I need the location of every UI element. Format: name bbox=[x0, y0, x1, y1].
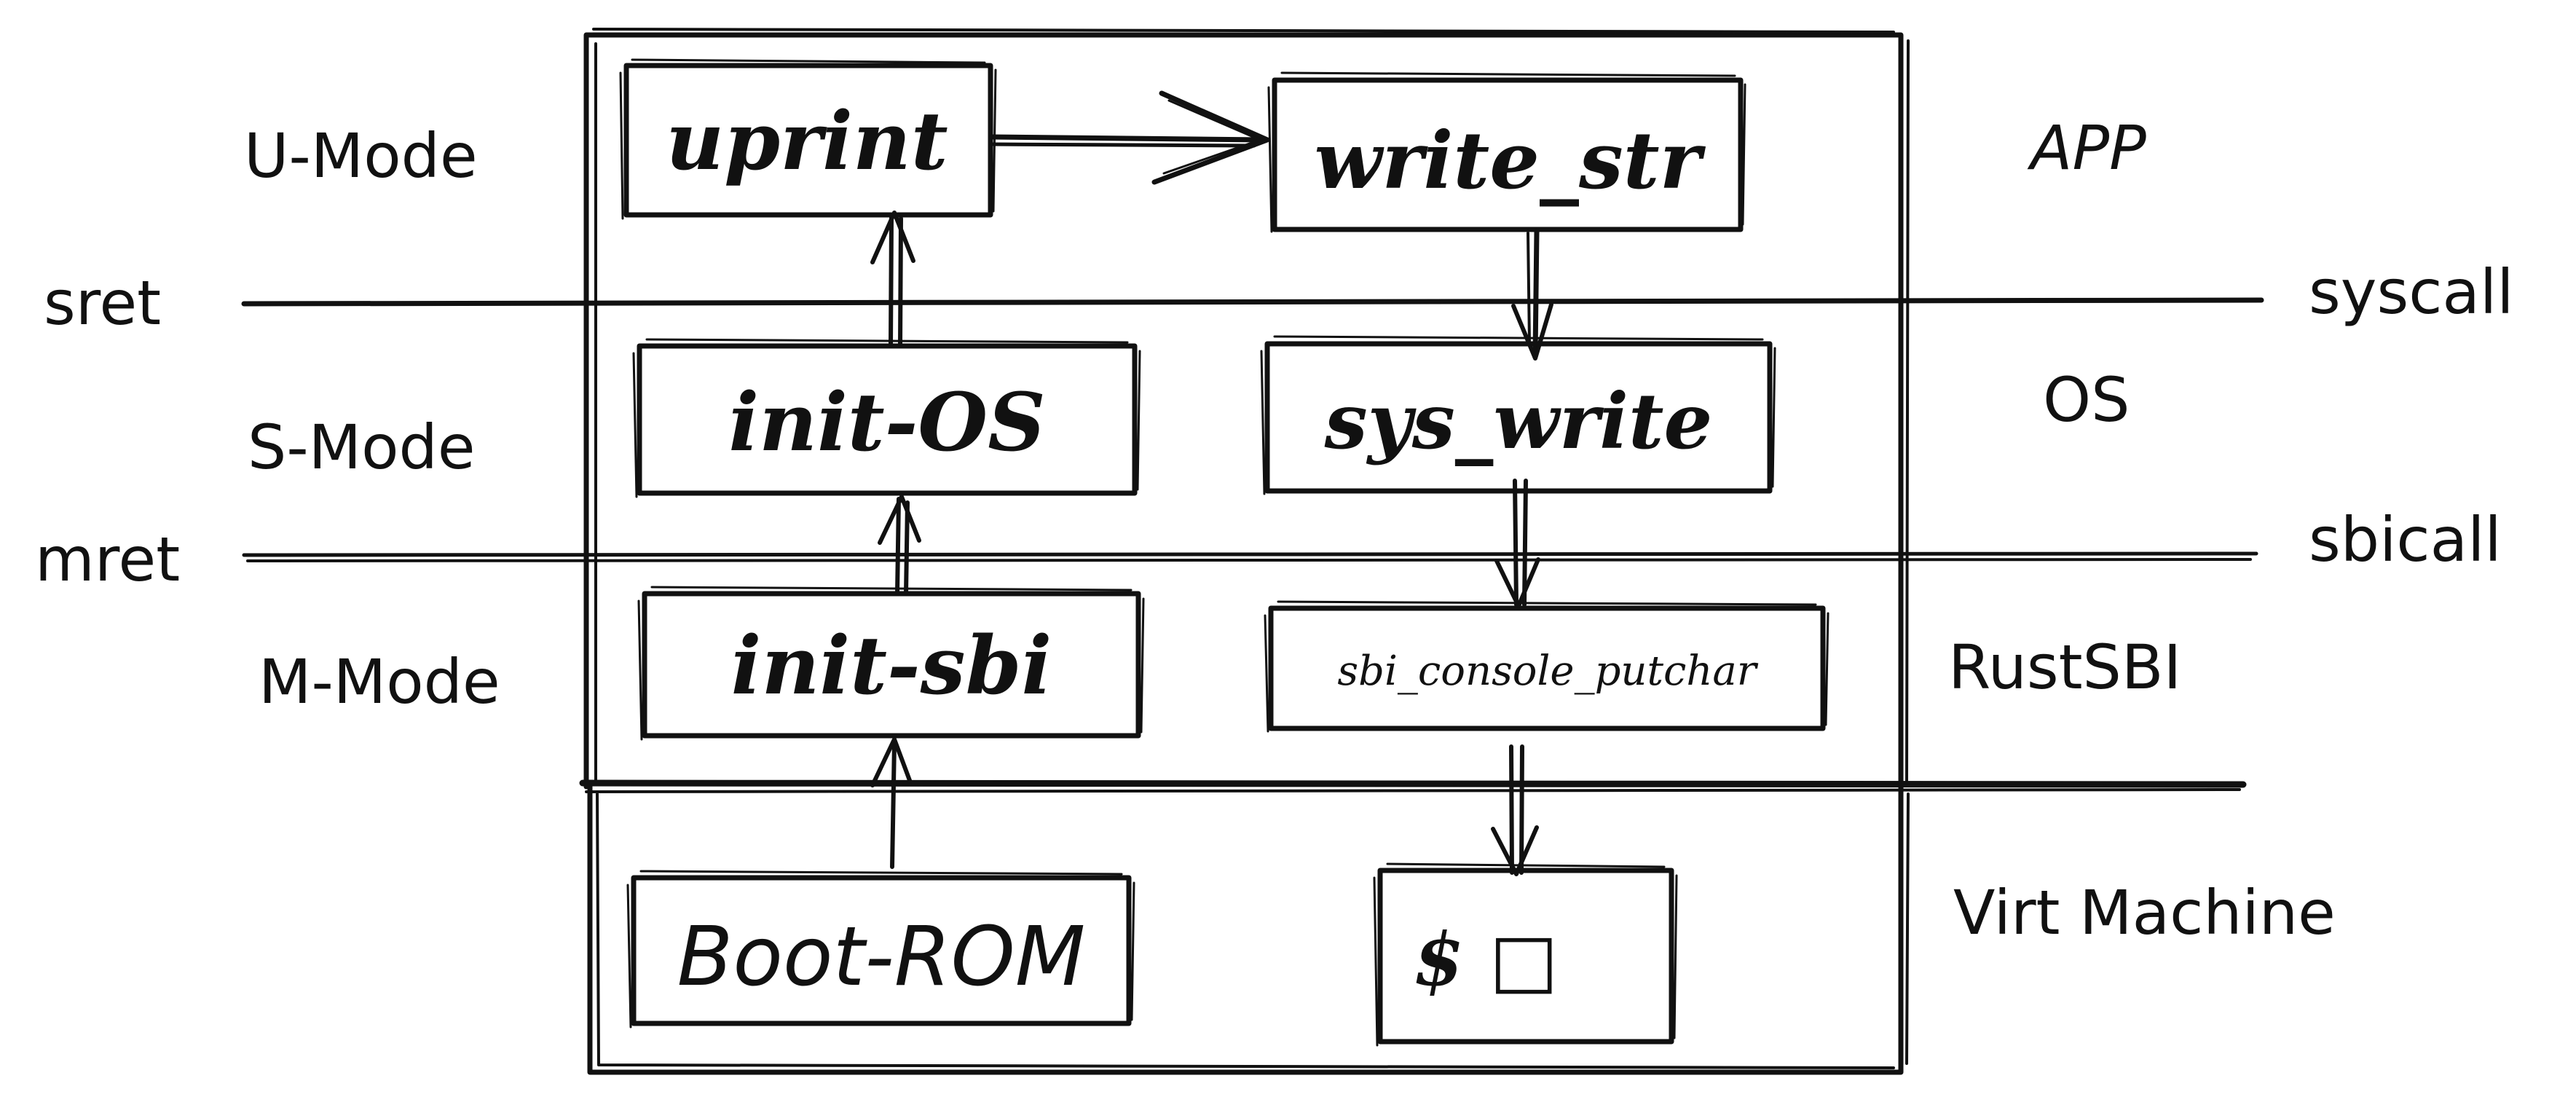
write-str-box: write_str bbox=[1267, 71, 1746, 233]
sys-write-box: sys_write bbox=[1260, 335, 1776, 495]
sret-label: sret bbox=[44, 267, 161, 339]
boot-rom-box: Boot-ROM bbox=[626, 870, 1135, 1029]
os-label: OS bbox=[2043, 364, 2130, 436]
mret-sbicall-boundary bbox=[242, 551, 2258, 562]
s-mode-label: S-Mode bbox=[248, 412, 476, 483]
system-frame bbox=[583, 28, 1910, 790]
mret-label: mret bbox=[35, 524, 180, 595]
terminal-label: $ □ bbox=[1414, 916, 1559, 1002]
init-sbi-box: init-sbi bbox=[637, 586, 1145, 741]
sys-write-label: sys_write bbox=[1324, 376, 1713, 466]
firmware-hardware-boundary bbox=[579, 779, 2247, 793]
uprint-label: uprint bbox=[666, 94, 948, 188]
arrow-init-sbi-to-init-os bbox=[878, 495, 921, 596]
uprint-box: uprint bbox=[619, 58, 997, 220]
m-mode-label: M-Mode bbox=[259, 646, 500, 717]
sbicall-label: sbicall bbox=[2309, 504, 2502, 575]
syscall-label: syscall bbox=[2309, 256, 2514, 328]
init-sbi-label: init-sbi bbox=[731, 618, 1052, 712]
arrow-boot-rom-to-init-sbi bbox=[870, 737, 913, 869]
rustsbi-label: RustSBI bbox=[1948, 632, 2181, 703]
arrow-sbi-to-terminal bbox=[1491, 744, 1539, 876]
arrow-uprint-to-write-str bbox=[989, 90, 1270, 185]
arrow-sys-write-to-sbi bbox=[1494, 479, 1540, 608]
app-label: APP bbox=[2027, 112, 2146, 184]
init-os-label: init-OS bbox=[728, 375, 1045, 469]
sbi-console-putchar-label: sbi_console_putchar bbox=[1337, 648, 1758, 695]
u-mode-label: U-Mode bbox=[244, 120, 478, 192]
init-os-box: init-OS bbox=[632, 338, 1141, 498]
write-str-label: write_str bbox=[1314, 115, 1706, 207]
arrow-init-os-to-uprint bbox=[870, 211, 915, 348]
sbi-console-putchar-box: sbi_console_putchar bbox=[1264, 600, 1829, 733]
terminal-box: $ □ bbox=[1373, 862, 1678, 1047]
virt-machine-label: Virt Machine bbox=[1953, 877, 2336, 948]
arrow-write-str-to-sys-write bbox=[1511, 229, 1553, 361]
sret-syscall-boundary bbox=[241, 297, 2264, 307]
hardware-frame bbox=[587, 784, 1910, 1075]
boot-rom-label: Boot-ROM bbox=[677, 910, 1086, 1004]
